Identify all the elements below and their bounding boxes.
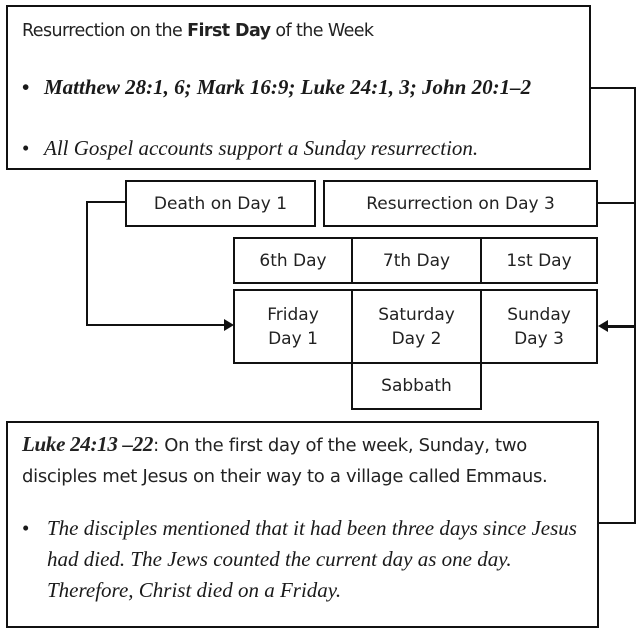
- emmaus-paragraph: Luke 24:13 –22: On the first day of the …: [22, 429, 592, 492]
- sabbath-label: Sabbath: [351, 362, 482, 410]
- death-label-text: Death on Day 1: [153, 193, 288, 214]
- gospel-support-note: • All Gospel accounts support a Sunday re…: [22, 132, 478, 165]
- connector-line: [598, 522, 635, 524]
- death-label: Death on Day 1: [125, 180, 316, 227]
- scripture-references: • Matthew 28:1, 6; Mark 16:9; Luke 24:1, …: [22, 71, 562, 104]
- bullet-text: The disciples mentioned that it had been…: [47, 516, 577, 602]
- friday-conclusion: • The disciples mentioned that it had be…: [22, 513, 582, 606]
- connector-line: [86, 201, 88, 326]
- bullet-icon: •: [22, 75, 30, 99]
- ordinal-text: 6th Day: [259, 250, 327, 271]
- title-text: Resurrection on the: [22, 21, 188, 41]
- resurrection-label-text: Resurrection on Day 3: [366, 193, 555, 214]
- day-count-text: Day 2: [391, 328, 442, 349]
- day-ordinal-1st: 1st Day: [480, 237, 598, 284]
- first-day-box: Resurrection on the First Day of the Wee…: [6, 5, 591, 170]
- arrow-right-icon: [224, 319, 234, 331]
- scripture-reference: Luke 24:13 –22: [22, 432, 154, 456]
- day-ordinal-7th: 7th Day: [351, 237, 482, 284]
- title-emphasis: First Day: [187, 21, 271, 41]
- ordinal-text: 1st Day: [506, 250, 572, 271]
- day-count-text: Day 3: [514, 328, 564, 349]
- paragraph-text: : On the first day of the week, Sunday, …: [22, 435, 548, 487]
- connector-line: [607, 325, 635, 328]
- weekday-text: Sunday: [507, 304, 571, 325]
- sabbath-text: Sabbath: [381, 376, 452, 396]
- connector-line: [86, 201, 126, 203]
- weekday-text: Saturday: [378, 304, 455, 325]
- title-text-end: of the Week: [270, 21, 374, 41]
- day-count-text: Day 1: [268, 328, 318, 349]
- day-ordinal-6th: 6th Day: [233, 237, 353, 284]
- bullet-text: Matthew 28:1, 6; Mark 16:9; Luke 24:1, 3…: [44, 75, 532, 99]
- arrow-left-icon: [598, 320, 608, 332]
- resurrection-label: Resurrection on Day 3: [323, 180, 598, 227]
- connector-line: [634, 87, 636, 524]
- connector-line: [590, 87, 636, 89]
- box-title: Resurrection on the First Day of the Wee…: [22, 21, 374, 41]
- weekday-text: Friday: [267, 304, 319, 325]
- emmaus-box: Luke 24:13 –22: On the first day of the …: [6, 421, 599, 628]
- ordinal-text: 7th Day: [382, 250, 451, 271]
- connector-line: [86, 324, 224, 326]
- bullet-icon: •: [22, 136, 30, 160]
- bullet-icon: •: [22, 516, 30, 540]
- connector-line: [597, 202, 635, 204]
- bullet-text: All Gospel accounts support a Sunday res…: [44, 136, 479, 160]
